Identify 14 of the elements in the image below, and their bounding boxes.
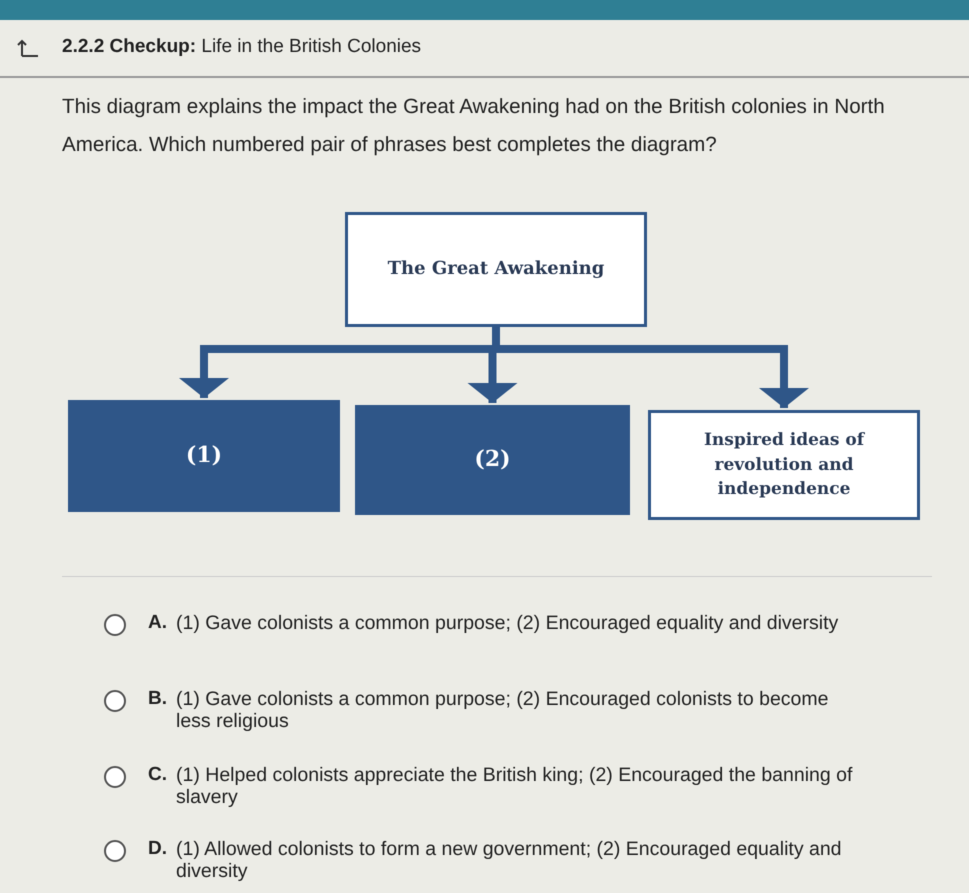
option-letter: D. xyxy=(148,838,167,860)
option-text: (1) Allowed colonists to form a new government; (2) Encouraged equality and diversity xyxy=(176,838,843,882)
option-letter: C. xyxy=(148,764,167,786)
page-title: 2.2.2 Checkup: Life in the British Colonies xyxy=(62,36,422,58)
option-text: (1) Gave colonists a common purpose; (2) Encouraged equality and diversity xyxy=(176,612,840,634)
effect-box: Inspired ideas of revolution and independence xyxy=(648,410,920,520)
blank-box: (2) xyxy=(355,405,630,515)
question-text: This diagram explains the impact the Great Awakening had on the British colonies in North America. Which numbered pair of phrases best completes the diagram? xyxy=(62,94,886,158)
blank-box: (1) xyxy=(68,400,340,512)
option-text: (1) Helped colonists appreciate the British king; (2) Encouraged the banning of slavery xyxy=(176,764,854,808)
option-letter: B. xyxy=(148,688,167,710)
option-text: (1) Gave colonists a common purpose; (2) Encouraged colonists to become less religious xyxy=(176,688,830,732)
option-letter: A. xyxy=(148,612,167,634)
topic-box: The Great Awakening xyxy=(345,212,647,327)
